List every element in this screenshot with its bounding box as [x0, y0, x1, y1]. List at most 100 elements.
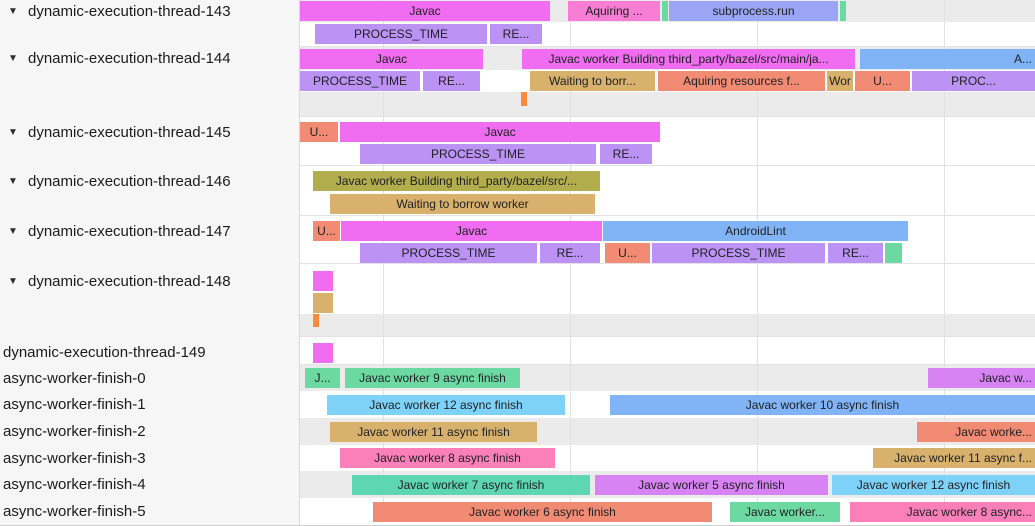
slice[interactable]: Wor — [827, 71, 853, 91]
slice-marker[interactable] — [313, 343, 333, 363]
track-header[interactable]: dynamic-execution-thread-149 — [0, 341, 299, 364]
slice[interactable]: Javac worker Building third_party/bazel/… — [522, 49, 855, 69]
track-row: Javac worker 6 async finish Javac worker.… — [300, 498, 1035, 525]
slice-marker[interactable] — [313, 293, 333, 313]
slice[interactable]: Javac worke... — [917, 422, 1035, 442]
track-header[interactable]: ▼ dynamic-execution-thread-145 — [0, 121, 299, 143]
slice[interactable]: Javac worker 11 async f... — [873, 448, 1035, 468]
slice[interactable]: Javac w... — [928, 368, 1035, 388]
slice[interactable]: Javac worker 12 async finish — [832, 475, 1035, 495]
track-label: async-worker-finish-4 — [3, 476, 146, 493]
slice[interactable]: Javac worker 12 async finish — [327, 395, 565, 415]
slice[interactable]: PROCESS_TIME — [300, 71, 420, 91]
track-label: dynamic-execution-thread-145 — [28, 123, 231, 141]
slice[interactable]: RE... — [828, 243, 883, 263]
slice-marker[interactable] — [313, 314, 319, 327]
track-sidebar-cell: dynamic-execution-thread-149 — [0, 337, 300, 365]
collapse-arrow-icon[interactable]: ▼ — [8, 5, 18, 17]
track-lane: Javac worker 6 async finish Javac worker.… — [300, 498, 1035, 525]
slice[interactable]: subprocess.run — [669, 1, 838, 21]
collapse-arrow-icon[interactable]: ▼ — [8, 175, 18, 187]
collapse-arrow-icon[interactable]: ▼ — [8, 275, 18, 287]
slice-marker[interactable] — [662, 1, 668, 21]
slice[interactable]: AndroidLint — [603, 221, 908, 241]
slice[interactable]: U... — [855, 71, 910, 91]
slice[interactable]: Javac — [341, 221, 602, 241]
track-sidebar-cell: ▼dynamic-execution-thread-147 — [0, 216, 300, 264]
slice[interactable]: J... — [305, 368, 340, 388]
track-header[interactable]: async-worker-finish-2 — [0, 418, 299, 445]
slice[interactable]: PROCESS_TIME — [315, 24, 487, 44]
slice[interactable]: Javac worker 10 async finish — [610, 395, 1035, 415]
slice[interactable]: RE... — [540, 243, 600, 263]
track-row: Javac Aquiring ... subprocess.run — [300, 0, 1035, 22]
slice[interactable]: PROC... — [912, 71, 1035, 91]
slice[interactable]: Javac worker... — [730, 502, 840, 522]
track-label: dynamic-execution-thread-144 — [28, 50, 231, 67]
slice[interactable]: Javac — [340, 122, 660, 142]
slice[interactable]: Aquiring resources f... — [658, 71, 825, 91]
slice[interactable]: Javac worker 7 async finish — [352, 475, 590, 495]
track-row: Waiting to borrow worker — [300, 192, 1035, 215]
slice[interactable]: Javac worker 9 async finish — [345, 368, 520, 388]
track-lane: Javac Javac worker Building third_party/b… — [300, 47, 1035, 117]
track-header[interactable]: ▼dynamic-execution-thread-143 — [0, 0, 299, 22]
track-header[interactable]: async-worker-finish-3 — [0, 445, 299, 471]
track-header[interactable]: ▼dynamic-execution-thread-148 — [0, 270, 299, 292]
slice-marker[interactable] — [521, 92, 527, 106]
track-header[interactable]: async-worker-finish-1 — [0, 391, 299, 418]
slice[interactable]: A... — [860, 49, 1035, 69]
slice-marker[interactable] — [885, 243, 902, 263]
track-header[interactable]: async-worker-finish-4 — [0, 471, 299, 498]
slice[interactable]: PROCESS_TIME — [360, 144, 596, 164]
slice[interactable]: Javac — [300, 49, 483, 69]
track-row: U...Javac — [300, 121, 1035, 143]
slice[interactable]: U... — [300, 122, 338, 142]
slice[interactable]: RE... — [423, 71, 480, 91]
track-sidebar-cell: async-worker-finish-5 — [0, 498, 300, 525]
track-header[interactable]: ▼ dynamic-execution-thread-144 — [0, 47, 299, 70]
track-label: dynamic-execution-thread-149 — [3, 344, 206, 361]
slice[interactable]: Waiting to borrow worker — [330, 194, 595, 214]
collapse-arrow-icon[interactable]: ▼ — [8, 126, 18, 138]
track-lane: Javac worker 11 async finish Javac worke.… — [300, 418, 1035, 445]
track-lane — [300, 337, 1035, 365]
slice-marker[interactable] — [840, 1, 846, 21]
track-sidebar-cell: async-worker-finish-1 — [0, 391, 300, 418]
slice[interactable]: Javac worker 8 async finish — [340, 448, 555, 468]
slice[interactable]: U... — [313, 221, 340, 241]
slice[interactable]: Javac worker 8 async... — [850, 502, 1035, 522]
collapse-arrow-icon[interactable]: ▼ — [8, 53, 18, 64]
slice[interactable]: Waiting to borr... — [530, 71, 655, 91]
track-label: async-worker-finish-2 — [3, 423, 146, 440]
slice[interactable]: U... — [605, 243, 650, 263]
slice[interactable]: PROCESS_TIME — [360, 243, 537, 263]
slice[interactable]: Javac — [300, 1, 550, 21]
track: dynamic-execution-thread-149 — [0, 337, 1035, 365]
track-sidebar-cell: ▼ dynamic-execution-thread-145 — [0, 117, 300, 166]
track-sidebar-cell: async-worker-finish-2 — [0, 418, 300, 445]
slice[interactable]: Aquiring ... — [568, 1, 660, 21]
track-header[interactable]: async-worker-finish-0 — [0, 365, 299, 391]
track-header[interactable]: ▼dynamic-execution-thread-147 — [0, 220, 299, 242]
slice[interactable]: Javac worker 5 async finish — [595, 475, 828, 495]
collapse-arrow-icon[interactable]: ▼ — [8, 225, 18, 237]
track-header[interactable]: ▼dynamic-execution-thread-146 — [0, 170, 299, 192]
slice[interactable]: RE... — [490, 24, 542, 44]
slice[interactable]: Javac worker 11 async finish — [330, 422, 537, 442]
slice[interactable]: RE... — [600, 144, 652, 164]
track-header[interactable]: async-worker-finish-5 — [0, 498, 299, 525]
slice[interactable]: Javac worker 6 async finish — [373, 502, 712, 522]
slice-marker[interactable] — [313, 271, 333, 291]
slice[interactable]: Javac worker Building third_party/bazel/… — [313, 171, 600, 191]
track-sidebar-cell: ▼dynamic-execution-thread-143 — [0, 0, 300, 47]
slice[interactable]: PROCESS_TIME — [652, 243, 825, 263]
track-row: Javac worker 12 async finish Javac worker… — [300, 391, 1035, 418]
